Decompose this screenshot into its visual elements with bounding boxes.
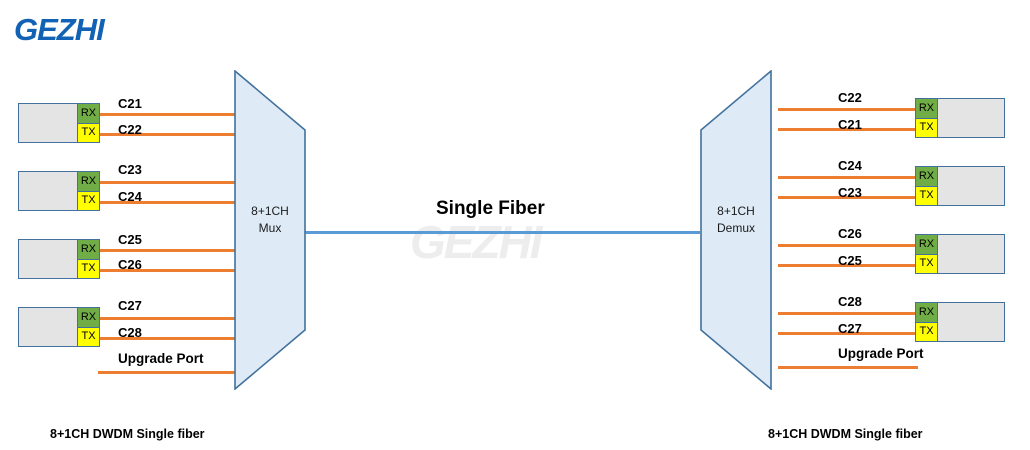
mux-label: 8+1CH Mux bbox=[234, 203, 306, 237]
rx-port[interactable]: RX bbox=[916, 167, 937, 187]
single-fiber-label: Single Fiber bbox=[436, 198, 545, 219]
right-upgrade-port-label: Upgrade Port bbox=[838, 346, 924, 361]
left-device-4[interactable]: RX TX bbox=[18, 307, 100, 347]
left-channel-label-7: C27 bbox=[118, 298, 142, 313]
mux-shape[interactable] bbox=[234, 70, 306, 390]
left-channel-label-1: C21 bbox=[118, 96, 142, 111]
mux-title-line1: 8+1CH bbox=[251, 204, 289, 218]
left-link-c27 bbox=[98, 317, 238, 320]
right-link-c23 bbox=[778, 196, 918, 199]
rx-port[interactable]: RX bbox=[916, 99, 937, 119]
device-ports: RX TX bbox=[77, 172, 99, 210]
tx-port[interactable]: TX bbox=[78, 123, 99, 142]
left-link-c26 bbox=[98, 269, 238, 272]
right-channel-label-8: C27 bbox=[838, 321, 862, 336]
tx-port[interactable]: TX bbox=[78, 259, 99, 278]
left-channel-label-8: C28 bbox=[118, 325, 142, 340]
right-channel-label-5: C26 bbox=[838, 226, 862, 241]
device-body bbox=[19, 240, 77, 278]
demux-title-line2: Demux bbox=[716, 221, 755, 235]
rx-port[interactable]: RX bbox=[78, 240, 99, 260]
right-link-c24 bbox=[778, 176, 918, 179]
device-ports: RX TX bbox=[916, 167, 938, 205]
right-link-c28 bbox=[778, 312, 918, 315]
rx-port[interactable]: RX bbox=[916, 235, 937, 255]
right-channel-label-7: C28 bbox=[838, 294, 862, 309]
right-channel-label-4: C23 bbox=[838, 185, 862, 200]
left-upgrade-port-label: Upgrade Port bbox=[118, 351, 204, 366]
rx-port[interactable]: RX bbox=[78, 308, 99, 328]
tx-port[interactable]: TX bbox=[916, 254, 937, 273]
left-caption: 8+1CH DWDM Single fiber bbox=[50, 427, 205, 441]
left-device-3[interactable]: RX TX bbox=[18, 239, 100, 279]
left-link-c28 bbox=[98, 337, 238, 340]
demux-title-line1: 8+1CH bbox=[717, 204, 755, 218]
right-device-1[interactable]: RX TX bbox=[915, 98, 1005, 138]
mux-title-line2: Mux bbox=[258, 221, 282, 235]
right-link-c26 bbox=[778, 244, 918, 247]
right-channel-label-2: C21 bbox=[838, 117, 862, 132]
device-body bbox=[19, 104, 77, 142]
right-device-4[interactable]: RX TX bbox=[915, 302, 1005, 342]
right-channel-label-3: C24 bbox=[838, 158, 862, 173]
tx-port[interactable]: TX bbox=[78, 327, 99, 346]
tx-port[interactable]: TX bbox=[916, 322, 937, 341]
demux-shape[interactable] bbox=[700, 70, 772, 390]
device-ports: RX TX bbox=[77, 240, 99, 278]
right-link-c25 bbox=[778, 264, 918, 267]
tx-port[interactable]: TX bbox=[78, 191, 99, 210]
device-body bbox=[19, 308, 77, 346]
right-device-2[interactable]: RX TX bbox=[915, 166, 1005, 206]
left-link-c23 bbox=[98, 181, 238, 184]
device-ports: RX TX bbox=[77, 104, 99, 142]
rx-port[interactable]: RX bbox=[78, 104, 99, 124]
left-channel-label-4: C24 bbox=[118, 189, 142, 204]
gezhi-logo: GEZHI bbox=[14, 12, 105, 47]
demux-label: 8+1CH Demux bbox=[700, 203, 772, 237]
device-body bbox=[19, 172, 77, 210]
left-link-c22 bbox=[98, 133, 238, 136]
right-channel-label-1: C22 bbox=[838, 90, 862, 105]
single-fiber-link bbox=[300, 231, 700, 234]
right-link-c22 bbox=[778, 108, 918, 111]
device-body bbox=[938, 167, 1004, 205]
device-ports: RX TX bbox=[916, 99, 938, 137]
left-link-c21 bbox=[98, 113, 238, 116]
right-channel-label-6: C25 bbox=[838, 253, 862, 268]
right-link-c27 bbox=[778, 332, 918, 335]
gezhi-watermark: GEZHI bbox=[410, 216, 543, 268]
rx-port[interactable]: RX bbox=[78, 172, 99, 192]
left-channel-label-2: C22 bbox=[118, 122, 142, 137]
left-channel-label-3: C23 bbox=[118, 162, 142, 177]
device-ports: RX TX bbox=[77, 308, 99, 346]
right-device-3[interactable]: RX TX bbox=[915, 234, 1005, 274]
rx-port[interactable]: RX bbox=[916, 303, 937, 323]
left-link-c24 bbox=[98, 201, 238, 204]
left-device-2[interactable]: RX TX bbox=[18, 171, 100, 211]
device-ports: RX TX bbox=[916, 303, 938, 341]
device-body bbox=[938, 303, 1004, 341]
device-body bbox=[938, 235, 1004, 273]
left-channel-label-5: C25 bbox=[118, 232, 142, 247]
logo-text: GEZHI bbox=[14, 12, 105, 47]
left-link-upgrade bbox=[98, 371, 238, 374]
left-device-1[interactable]: RX TX bbox=[18, 103, 100, 143]
left-channel-label-6: C26 bbox=[118, 257, 142, 272]
right-link-upgrade bbox=[778, 366, 918, 369]
tx-port[interactable]: TX bbox=[916, 186, 937, 205]
right-caption: 8+1CH DWDM Single fiber bbox=[768, 427, 923, 441]
tx-port[interactable]: TX bbox=[916, 118, 937, 137]
left-link-c25 bbox=[98, 249, 238, 252]
device-ports: RX TX bbox=[916, 235, 938, 273]
device-body bbox=[938, 99, 1004, 137]
right-link-c21 bbox=[778, 128, 918, 131]
